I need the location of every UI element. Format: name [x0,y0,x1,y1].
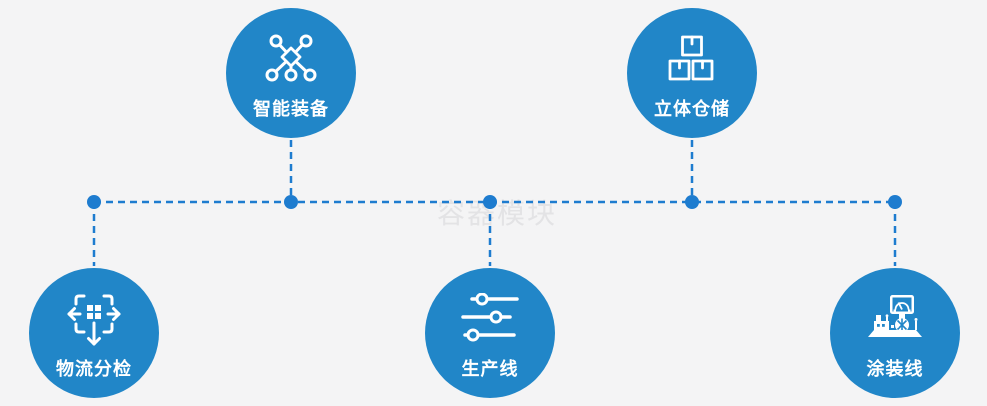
node-painting-line[interactable]: 涂装线 [830,268,960,398]
stacked-boxes-icon [668,28,716,88]
node-label: 涂装线 [866,359,924,379]
node-production-line[interactable]: 生产线 [425,268,555,398]
junction-dots [87,195,902,209]
sliders-icon [460,288,520,348]
network-nodes-icon [261,28,321,88]
node-label: 智能装备 [253,99,329,119]
node-label: 立体仓储 [654,99,730,119]
paint-machine-icon [863,288,927,348]
node-warehouse[interactable]: 立体仓储 [627,8,757,138]
node-label: 物流分检 [56,359,132,379]
node-smart-equipment[interactable]: 智能装备 [226,8,356,138]
node-label: 生产线 [461,359,519,379]
distribute-arrows-icon [64,288,124,348]
node-logistics-sorting[interactable]: 物流分检 [29,268,159,398]
